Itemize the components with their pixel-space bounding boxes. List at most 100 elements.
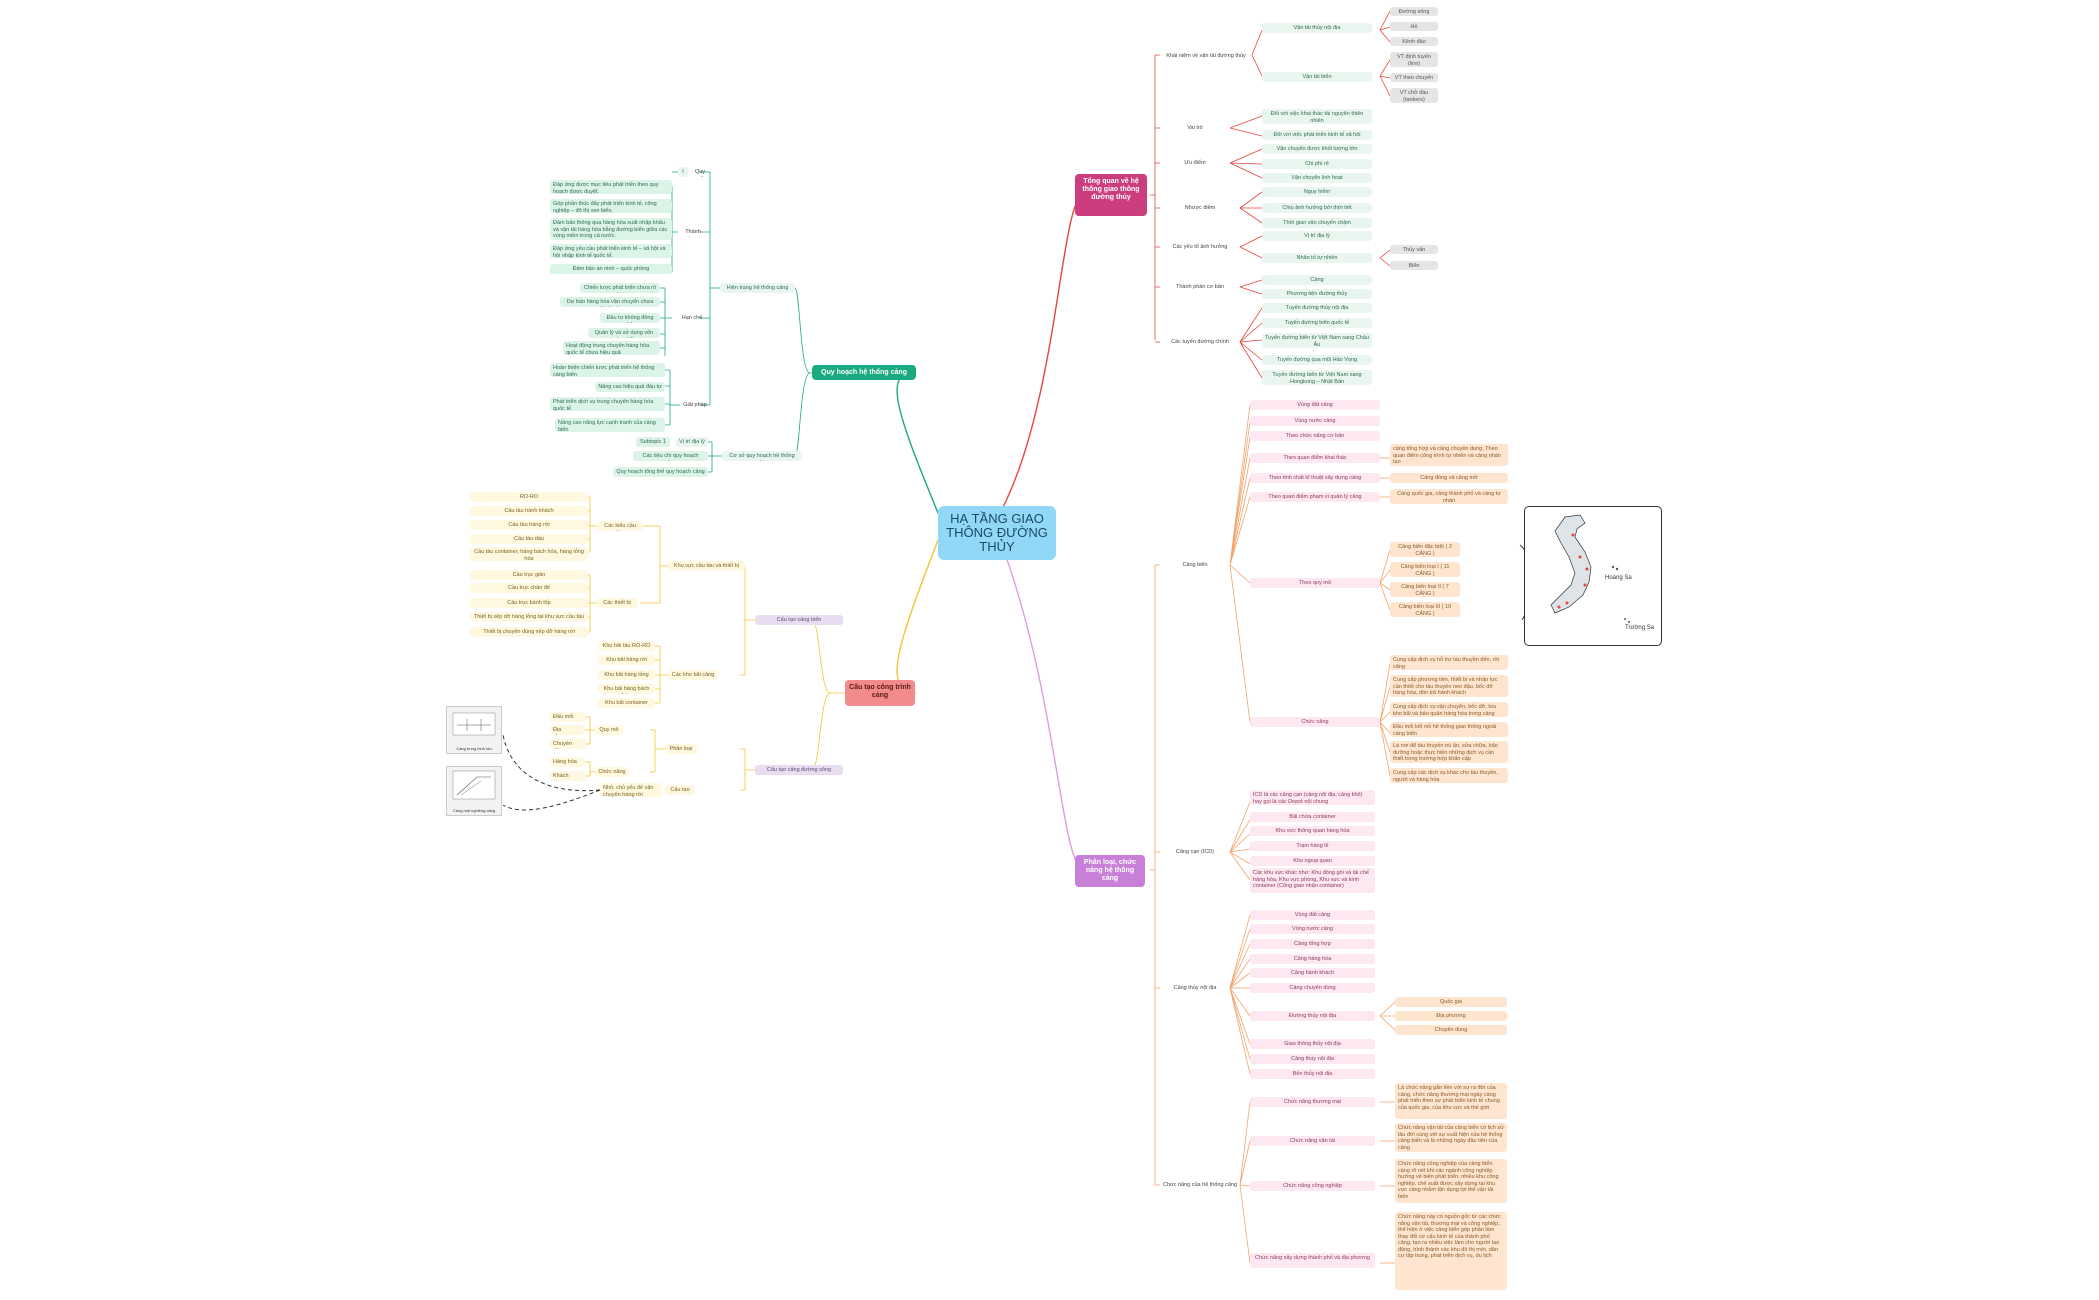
- node-vb-2[interactable]: VT chở dầu (tankers): [1390, 88, 1438, 103]
- node-kb-2[interactable]: Khu bãi hàng lỏng: [598, 670, 655, 680]
- node-cb-4[interactable]: Theo tính chất kĩ thuật xây dựng cảng: [1250, 473, 1380, 483]
- node-cnht-text-1[interactable]: Chức năng vận tải của cảng biển có lịch …: [1395, 1123, 1507, 1152]
- node-tb-3[interactable]: Thiết bị xếp dỡ hàng lỏng tại khu vực cầ…: [470, 612, 588, 622]
- node-cn-0[interactable]: Cung cấp dịch vụ hỗ trợ tàu thuyền đến, …: [1390, 655, 1508, 670]
- node-tt-4[interactable]: Đảm bảo an ninh – quốc phòng: [550, 264, 672, 274]
- node-pnd-6[interactable]: Đường thủy nội địa: [1250, 1011, 1375, 1021]
- node-gp-2[interactable]: Phát triển dịch vụ trung chuyển hàng hóa…: [550, 397, 665, 411]
- node-kb-3[interactable]: Khu bãi hàng bách hóa: [598, 684, 655, 694]
- node-ty-1[interactable]: Tuyến đường biển quốc tế: [1262, 318, 1372, 328]
- node-cb-7[interactable]: Chức năng: [1250, 717, 1380, 727]
- node-kieu-4[interactable]: Cầu tàu container, hàng bách hóa, hàng l…: [470, 547, 588, 561]
- node-thanhphan[interactable]: Thành phần cơ bản: [1176, 284, 1224, 290]
- node-cangbien[interactable]: Cảng biển: [1182, 562, 1208, 568]
- node-gp-3[interactable]: Nâng cao năng lực cạnh tranh của cảng bi…: [555, 418, 665, 432]
- node-pnd-2[interactable]: Cảng tổng hợp: [1250, 939, 1375, 949]
- node-hc-1[interactable]: Dự báo hàng hóa vận chuyển chưa chính xá…: [560, 297, 660, 307]
- node-icd-1[interactable]: Bãi chứa container: [1250, 812, 1375, 822]
- node-chucnang-ht[interactable]: Chức năng của hệ thống cảng: [1162, 1182, 1237, 1188]
- node-ct-duongsong[interactable]: Cấu tạo cảng đường sông: [755, 765, 843, 775]
- node-hanche[interactable]: Hạn chế: [681, 315, 703, 321]
- branch-caotao[interactable]: Cấu tạo công trình cảng: [845, 680, 915, 706]
- node-dtnd-0[interactable]: Quốc gia: [1395, 997, 1507, 1007]
- node-noidia[interactable]: Cảng thủy nội địa: [1173, 985, 1217, 991]
- node-noidia[interactable]: Vận tải thủy nội địa: [1262, 23, 1372, 33]
- node-kieu-1[interactable]: Cầu tàu hành khách: [470, 506, 588, 516]
- node-qm2-1[interactable]: Địa phương: [550, 725, 585, 735]
- node-ct-quymo[interactable]: Quy mô: [595, 725, 623, 735]
- node-yeuto[interactable]: Các yếu tố ảnh hưởng: [1172, 244, 1228, 250]
- node-icd-2[interactable]: Khu vực thông quan hàng hóa: [1250, 826, 1375, 836]
- node-vb-0[interactable]: VT định tuyến (line): [1390, 52, 1438, 67]
- node-pnd-9[interactable]: Bến thủy nội địa: [1250, 1069, 1375, 1079]
- node-khainiem[interactable]: Khái niệm về vận tải đường thủy: [1166, 53, 1246, 59]
- node-cn2-1[interactable]: Khách: [550, 771, 585, 781]
- node-ud-2[interactable]: Vận chuyển linh hoạt: [1262, 173, 1372, 183]
- node-tp-1[interactable]: Phương tiện đường thủy: [1262, 289, 1372, 299]
- node-cb-2[interactable]: Theo chức năng cơ bản: [1250, 431, 1380, 441]
- node-subtopic[interactable]: Subtopic 1: [636, 437, 670, 447]
- node-cnht-text-3[interactable]: Chức năng này có nguồn gốc từ các chức n…: [1395, 1212, 1507, 1290]
- node-hc-0[interactable]: Chiến lược phát triển chưa rõ ràng: [580, 283, 660, 293]
- node-ty-4[interactable]: Tuyến đường biển từ Việt Nam sang Hongko…: [1262, 370, 1372, 385]
- node-thanhtuu[interactable]: Thành tựu: [685, 229, 701, 237]
- node-icd-0[interactable]: ICD là các cảng cạn (cảng nội địa, cảng …: [1250, 790, 1375, 805]
- node-chitieu[interactable]: Các tiêu chí quy hoạch cảng: [633, 451, 708, 461]
- node-bien[interactable]: Vận tải biển: [1262, 72, 1372, 82]
- node-ct-phanloai[interactable]: Phân loại: [665, 744, 697, 754]
- node-qm-2[interactable]: Cảng biển loại II ( 7 CẢNG ): [1390, 582, 1460, 597]
- branch-tongquan[interactable]: Tổng quan về hệ thống giao thông đường t…: [1075, 174, 1147, 216]
- node-cnht-text-2[interactable]: Chức năng công nghiệp của cảng biển càng…: [1395, 1159, 1507, 1203]
- node-nhuocdiem[interactable]: Nhược điểm: [1184, 205, 1216, 211]
- node-vb-1[interactable]: VT theo chuyến: [1390, 73, 1438, 82]
- node-nd2-2[interactable]: Thời gian vận chuyển chậm: [1262, 218, 1372, 228]
- node-nd-0[interactable]: Đường sông: [1390, 7, 1438, 16]
- node-cn-3[interactable]: Đầu mối kết nối hệ thống giao thông ngoà…: [1390, 722, 1508, 737]
- node-ty-3[interactable]: Tuyến đường qua mũi Hảo Vọng: [1262, 355, 1372, 365]
- node-kieu-0[interactable]: RO-RO: [470, 492, 588, 502]
- node-ty-2[interactable]: Tuyến đường biển từ Việt Nam sang Châu Â…: [1262, 333, 1372, 348]
- node-qm2-2[interactable]: Chuyên dùng: [550, 739, 585, 749]
- node-qm-0[interactable]: Cảng biển đặc biệt ( 2 CẢNG ): [1390, 542, 1460, 557]
- node-vitridialy[interactable]: Vị trí địa lý: [676, 437, 708, 447]
- node-cb-1[interactable]: Vùng nước cảng: [1250, 416, 1380, 426]
- node-dtnd-1[interactable]: Địa phương: [1395, 1011, 1507, 1021]
- node-cn-5[interactable]: Cung cấp các dịch vụ khác cho tàu thuyền…: [1390, 768, 1508, 783]
- node-hc-3[interactable]: Quản lý và sử dụng vốn chưa tốt: [588, 328, 660, 338]
- node-icd-4[interactable]: Kho ngoại quan: [1250, 856, 1375, 866]
- node-pnd-3[interactable]: Cảng hàng hóa: [1250, 954, 1375, 964]
- node-cb-5[interactable]: Theo quan điểm phạm vi quản lý cảng: [1250, 492, 1380, 502]
- node-tp-0[interactable]: Cảng: [1262, 275, 1372, 285]
- node-kb-1[interactable]: Khu bãi hàng rời: [598, 655, 655, 665]
- node-qm2-0[interactable]: Đầu mối: [550, 712, 585, 722]
- node-ud-0[interactable]: Vận chuyển được khối lượng lớn: [1262, 144, 1372, 154]
- node-hc-2[interactable]: Đầu tư không đồng bộ: [600, 313, 660, 323]
- node-tt-3[interactable]: Đáp ứng yêu cầu phát triển kinh tế – xã …: [550, 244, 672, 258]
- branch-quyhoach[interactable]: Quy hoạch hệ thống cảng: [812, 365, 916, 380]
- node-ud-1[interactable]: Chi phí rẻ: [1262, 159, 1372, 169]
- node-tb-1[interactable]: Cầu trục chân đế: [470, 583, 588, 593]
- node-qm-3[interactable]: Cảng biển loại III ( 10 CẢNG ): [1390, 602, 1460, 617]
- node-qm-i[interactable]: I: [678, 167, 688, 177]
- node-pnd-8[interactable]: Cảng thủy nội địa: [1250, 1054, 1375, 1064]
- node-icd-3[interactable]: Trạm hàng lẻ: [1250, 841, 1375, 851]
- node-cnht-2[interactable]: Chức năng công nghiệp: [1250, 1181, 1375, 1191]
- node-nd2-1[interactable]: Chịu ảnh hưởng bởi thời tiết: [1262, 203, 1372, 213]
- node-vt-1[interactable]: Đối với việc phát triển kinh tế xã hội: [1262, 130, 1372, 140]
- node-tt-2[interactable]: Đảm bảo thông qua hàng hóa xuất nhập khẩ…: [550, 218, 672, 240]
- node-cn2-0[interactable]: Hàng hóa: [550, 757, 585, 767]
- node-coso[interactable]: Cơ sở quy hoạch hệ thống cảng: [722, 451, 802, 461]
- node-khaithac[interactable]: cảng tổng hợp và cảng chuyên dụng; Theo …: [1390, 444, 1508, 466]
- node-nd-1[interactable]: Hồ: [1390, 22, 1438, 31]
- node-tongthe[interactable]: Quy hoạch tổng thể quy hoạch cảng: [613, 467, 708, 477]
- node-icd[interactable]: Cảng cạn (ICD): [1175, 849, 1215, 855]
- node-nd2-0[interactable]: Nguy hiểm: [1262, 187, 1372, 197]
- node-kb-0[interactable]: Khu bãi tàu RO-RO: [598, 641, 655, 651]
- root-topic[interactable]: HẠ TẦNG GIAO THÔNG ĐƯỜNG THỦY: [938, 506, 1056, 560]
- node-yt-0[interactable]: Vị trí địa lý: [1262, 231, 1372, 241]
- node-kieu-3[interactable]: Cầu tàu dầu: [470, 534, 588, 544]
- node-icd-5[interactable]: Các khu vực khác như: Khu đóng gói và tá…: [1250, 868, 1375, 893]
- node-cnht-1[interactable]: Chức năng vận tải: [1250, 1136, 1375, 1146]
- node-ty-0[interactable]: Tuyến đường thủy nội địa: [1262, 303, 1372, 313]
- node-cb-3[interactable]: Theo quan điểm khai thác: [1250, 453, 1380, 463]
